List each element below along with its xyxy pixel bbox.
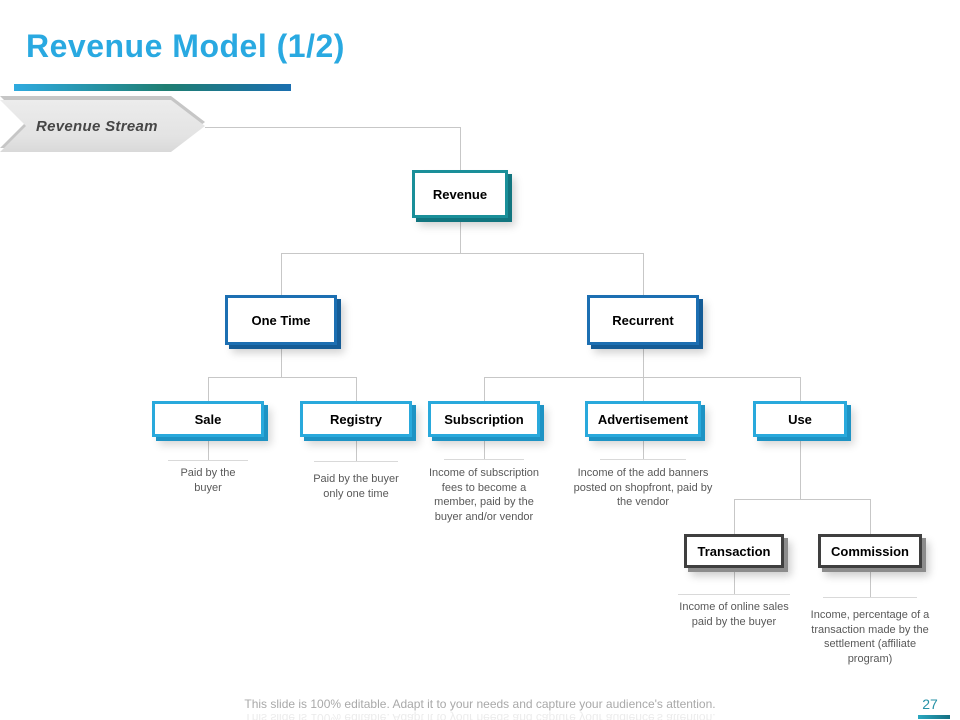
connector (643, 253, 644, 295)
connector (643, 377, 644, 401)
node-revenue: Revenue (412, 170, 508, 218)
node-advertisement: Advertisement (585, 401, 701, 437)
description-rule (314, 461, 398, 462)
connector (643, 437, 644, 459)
description-rule (168, 460, 248, 461)
connector (356, 377, 357, 401)
node-commission-desc: Income, percentage of a transaction made… (810, 609, 930, 665)
connector (281, 345, 282, 377)
title-underline (14, 84, 291, 91)
connector (208, 437, 209, 460)
connector (734, 568, 735, 594)
node-sale-desc: Paid by the buyer (180, 467, 236, 494)
node-registry-desc: Paid by the buyer only one time (313, 473, 399, 500)
connector (208, 377, 356, 378)
connector (484, 377, 800, 378)
node-use: Use (753, 401, 847, 437)
footer-reflection: This slide is 100% editable. Adapt it to… (244, 711, 716, 720)
connector (734, 499, 735, 534)
footer-note: This slide is 100% editable. Adapt it to… (244, 697, 716, 711)
page-number: 27 (922, 696, 938, 712)
connector (460, 127, 461, 170)
node-registry: Registry (300, 401, 412, 437)
connector (484, 377, 485, 401)
connector (643, 345, 644, 377)
connector (281, 253, 282, 295)
revenue-stream-banner: Revenue Stream (0, 100, 205, 152)
description-rule (600, 459, 686, 460)
connector (800, 377, 801, 401)
description-rule (823, 597, 917, 598)
connector (734, 499, 870, 500)
connector (281, 253, 643, 254)
node-subscription-desc: Income of subscription fees to become a … (428, 467, 540, 523)
connector (800, 437, 801, 499)
revenue-stream-label: Revenue Stream (36, 117, 158, 135)
connector (205, 127, 461, 128)
connector (870, 499, 871, 534)
connector (484, 437, 485, 459)
description-rule (678, 594, 790, 595)
description-rule (444, 459, 524, 460)
node-one-time: One Time (225, 295, 337, 345)
page-title: Revenue Model (1/2) (26, 28, 345, 64)
connector (460, 218, 461, 253)
node-transaction-desc: Income of online sales paid by the buyer (679, 601, 789, 628)
page-accent-bar (918, 715, 950, 719)
node-transaction: Transaction (684, 534, 784, 568)
node-recurrent: Recurrent (587, 295, 699, 345)
connector (356, 437, 357, 461)
node-subscription: Subscription (428, 401, 540, 437)
connector (208, 377, 209, 401)
node-sale: Sale (152, 401, 264, 437)
connector (870, 568, 871, 597)
node-advertisement-desc: Income of the add banners posted on shop… (573, 467, 713, 509)
node-commission: Commission (818, 534, 922, 568)
